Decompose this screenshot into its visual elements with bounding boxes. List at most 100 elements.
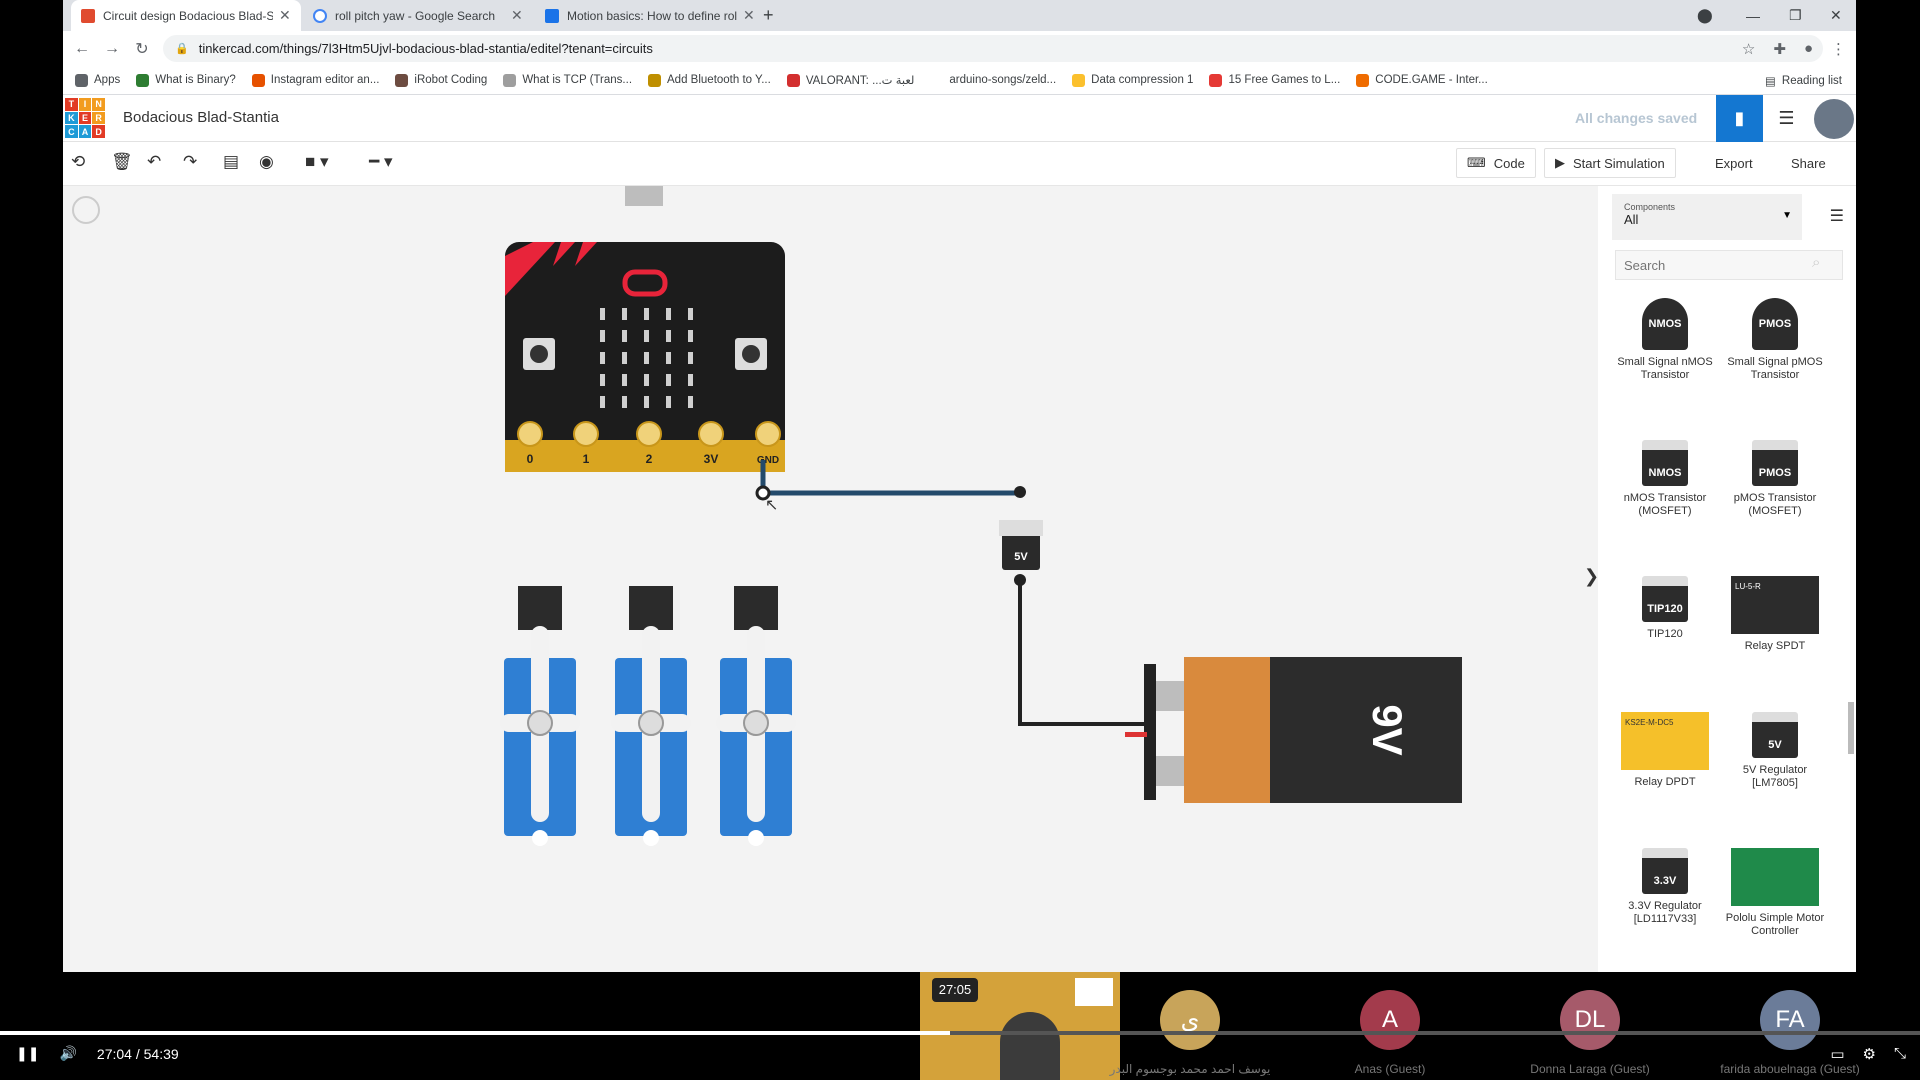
- bookmark-item[interactable]: Instagram editor an...: [251, 73, 379, 87]
- project-title[interactable]: Bodacious Blad-Stantia: [123, 109, 279, 126]
- reading-list-button[interactable]: ▤Reading list: [1765, 74, 1842, 88]
- bookmark-item[interactable]: What is Binary?: [136, 73, 236, 87]
- rotate-icon[interactable]: ⟲: [71, 152, 86, 171]
- close-icon[interactable]: ✕: [743, 7, 755, 23]
- panel-scrollbar[interactable]: [1846, 296, 1854, 966]
- bookmark-item[interactable]: arduino-songs/zeld...: [930, 73, 1056, 87]
- settings-gear-icon[interactable]: ⚙: [1862, 1046, 1876, 1063]
- undo-icon[interactable]: ↶: [147, 152, 162, 171]
- profile-icon[interactable]: ●: [1803, 40, 1813, 57]
- logo-letter: A: [78, 125, 92, 138]
- component-item[interactable]: Pololu Simple Motor Controller: [1720, 840, 1830, 938]
- wire-endpoint[interactable]: [755, 485, 771, 501]
- new-tab-button[interactable]: +: [753, 0, 784, 31]
- bookmark-item[interactable]: CODE.GAME - Inter...: [1356, 73, 1488, 87]
- pin-2[interactable]: 2: [636, 421, 662, 466]
- exit-fullscreen-icon[interactable]: ⤡: [1893, 1045, 1906, 1062]
- wire-type-dropdown[interactable]: ━ ▾: [369, 152, 393, 171]
- reload-icon[interactable]: ↻: [135, 40, 149, 58]
- notes-icon[interactable]: ▤: [223, 152, 240, 171]
- forward-icon[interactable]: →: [104, 39, 120, 57]
- avatar[interactable]: [1810, 95, 1856, 142]
- code-button[interactable]: ⌨Code: [1456, 148, 1536, 178]
- battery-9v[interactable]: 9V: [1125, 657, 1462, 803]
- voltage-regulator-5v[interactable]: 5V: [999, 520, 1043, 570]
- redo-icon[interactable]: ↷: [183, 152, 198, 171]
- back-icon[interactable]: ←: [74, 39, 90, 57]
- tinkercad-favicon-icon: [81, 8, 95, 23]
- pin-gnd[interactable]: GND: [755, 421, 781, 466]
- led: [688, 374, 693, 386]
- tab-google-search[interactable]: roll pitch yaw - Google Search ✕: [303, 0, 533, 31]
- bookmark-item[interactable]: What is TCP (Trans...: [503, 73, 632, 87]
- tab-search-icon[interactable]: ⬤: [1697, 7, 1713, 23]
- bookmark-item[interactable]: 15 Free Games to L...: [1209, 73, 1340, 87]
- wire-gnd-to-regulator[interactable]: [760, 460, 1023, 496]
- close-icon[interactable]: ✕: [279, 7, 291, 23]
- captions-icon[interactable]: ▭: [1830, 1046, 1845, 1063]
- delete-icon[interactable]: 🗑: [111, 152, 133, 171]
- menu-icon[interactable]: ⋮: [1831, 40, 1846, 58]
- bookmark-item[interactable]: Add Bluetooth to Y...: [648, 73, 771, 87]
- volume-icon[interactable]: 🔊: [59, 1045, 77, 1061]
- share-button[interactable]: Share: [1781, 148, 1836, 178]
- micro-servo[interactable]: [716, 586, 796, 846]
- url-field[interactable]: 🔒 tinkercad.com/things/7l3Htm5Ujvl-bodac…: [163, 35, 1823, 62]
- micro-servo[interactable]: [500, 586, 580, 846]
- export-button[interactable]: Export: [1705, 148, 1763, 178]
- wire-color-dropdown[interactable]: ■ ▾: [305, 152, 329, 171]
- component-label: TIP120: [1647, 628, 1683, 640]
- zoom-fit-icon[interactable]: [72, 196, 100, 224]
- bookmark-item[interactable]: Data compression 1: [1072, 73, 1193, 87]
- bookmark-item[interactable]: Apps: [75, 73, 120, 87]
- bookmark-favicon-icon: [75, 73, 88, 87]
- wire-endpoint[interactable]: [1014, 486, 1026, 498]
- restore-icon[interactable]: ❐: [1789, 7, 1802, 23]
- minimize-icon[interactable]: —: [1746, 7, 1760, 24]
- chevron-right-icon[interactable]: ❯: [1584, 566, 1600, 586]
- pin-3v[interactable]: 3V: [698, 421, 724, 466]
- close-window-icon[interactable]: ✕: [1830, 7, 1842, 23]
- components-filter-dropdown[interactable]: Components All ▼: [1612, 194, 1802, 240]
- tab-tinkercad[interactable]: Circuit design Bodacious Blad-Stantia ✕: [71, 0, 301, 31]
- bookmark-star-icon[interactable]: ☆: [1741, 40, 1756, 58]
- tab-motion-basics[interactable]: Motion basics: How to define roll ✕: [535, 0, 765, 31]
- pin-0[interactable]: 0: [517, 421, 543, 466]
- bookmark-item[interactable]: VALORANT: ...لعبة ت: [786, 73, 914, 87]
- schematic-view-icon[interactable]: ☰: [1778, 108, 1795, 128]
- close-icon[interactable]: ✕: [511, 7, 523, 23]
- extensions-icon[interactable]: ✚: [1773, 40, 1786, 58]
- video-progress-bar[interactable]: [0, 1031, 1920, 1035]
- component-label: Relay DPDT: [1634, 776, 1696, 788]
- visibility-icon[interactable]: ◉: [259, 152, 274, 171]
- list-view-icon[interactable]: ☰: [1829, 208, 1844, 225]
- wire-endpoint[interactable]: [1014, 574, 1026, 586]
- led: [644, 352, 649, 364]
- led: [666, 308, 671, 320]
- component-search-input[interactable]: [1615, 250, 1843, 280]
- bookmark-item[interactable]: iRobot Coding: [395, 73, 487, 87]
- circuit-view-icon[interactable]: ▮: [1716, 95, 1763, 142]
- wire-regulator-to-battery[interactable]: [1018, 576, 1146, 726]
- start-simulation-button[interactable]: ▶Start Simulation: [1544, 148, 1676, 178]
- micro-servo[interactable]: [611, 586, 691, 846]
- led: [622, 330, 627, 342]
- pin-1[interactable]: 1: [573, 421, 599, 466]
- save-status: All changes saved: [1575, 110, 1698, 126]
- led: [688, 330, 693, 342]
- pause-icon[interactable]: ❚❚: [16, 1045, 40, 1061]
- bookmark-favicon-icon: [251, 73, 265, 87]
